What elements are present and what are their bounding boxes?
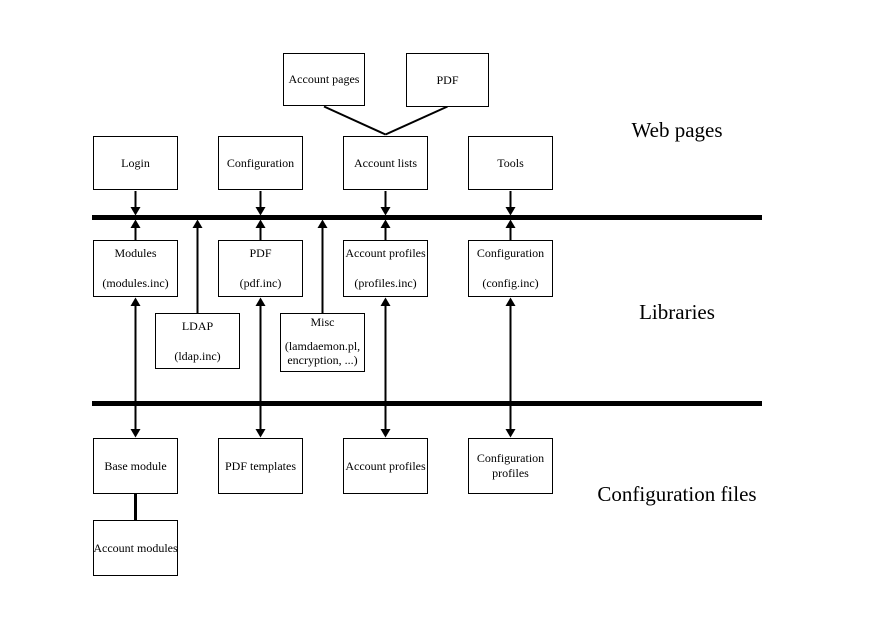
box-configuration-page: Configuration — [218, 136, 303, 190]
box-label: Tools — [497, 155, 524, 170]
box-account-profiles-library: Account profiles (profiles.inc) — [343, 240, 428, 297]
separator-bar-libraries-config — [92, 401, 762, 406]
box-pdf-page: PDF — [406, 53, 489, 107]
box-label: Account modules — [93, 540, 178, 555]
box-label: Login — [121, 155, 150, 170]
box-label: Configuration — [476, 246, 545, 260]
connector-misc-bar — [317, 219, 328, 313]
box-label: Configuration — [476, 451, 545, 465]
connector-modules-basemodule — [130, 297, 141, 438]
connector-pdflib-pdftemplates — [255, 297, 266, 438]
box-label: Configuration — [226, 155, 295, 170]
box-sublabel: (lamdaemon.pl, — [284, 339, 361, 353]
box-label: Modules — [114, 246, 157, 260]
box-label: PDF — [436, 72, 459, 87]
box-tools: Tools — [468, 136, 553, 190]
box-label: PDF — [249, 246, 272, 260]
connector-pdfpage-accountlists — [385, 105, 448, 136]
box-pdf-library: PDF (pdf.inc) — [218, 240, 303, 297]
connector-configlib-configprofiles — [505, 297, 516, 438]
box-account-profiles-file: Account profiles — [343, 438, 428, 494]
box-ldap-library: LDAP (ldap.inc) — [155, 313, 240, 369]
box-sublabel: (config.inc) — [482, 276, 539, 290]
box-label: Account lists — [354, 155, 417, 170]
box-sublabel: profiles — [492, 466, 529, 480]
label-web-pages-layer: Web pages — [631, 118, 723, 142]
box-login: Login — [93, 136, 178, 190]
connector-ldap-bar — [192, 219, 203, 313]
box-sublabel: (ldap.inc) — [174, 348, 221, 363]
box-misc-library: Misc (lamdaemon.pl, encryption, ...) — [280, 313, 365, 372]
box-pdf-templates: PDF templates — [218, 438, 303, 494]
connector-tools-bar — [505, 191, 516, 216]
box-base-module: Base module — [93, 438, 178, 494]
box-sublabel: encryption, ...) — [287, 353, 358, 367]
label-configuration-files-layer: Configuration files — [597, 482, 757, 506]
connector-profileslib-accountprofiles — [380, 297, 391, 438]
box-account-modules: Account modules — [93, 520, 178, 576]
connector-configuration-bar — [255, 191, 266, 216]
box-label: Account pages — [288, 72, 360, 86]
connector-login-bar — [130, 191, 141, 216]
connector-modules-bar — [130, 219, 141, 240]
box-label: Base module — [104, 458, 167, 473]
connector-profileslib-bar — [380, 219, 391, 240]
box-sublabel: (profiles.inc) — [354, 276, 417, 290]
box-label: LDAP — [181, 318, 214, 333]
box-label: Account profiles — [345, 246, 426, 260]
box-label: Misc — [310, 315, 335, 329]
connector-pdflib-bar — [255, 219, 266, 240]
box-account-pages: Account pages — [283, 53, 365, 106]
box-configuration-library: Configuration (config.inc) — [468, 240, 553, 297]
connector-accountpages-accountlists — [323, 105, 386, 136]
box-modules-library: Modules (modules.inc) — [93, 240, 178, 297]
box-sublabel: (pdf.inc) — [239, 276, 282, 290]
box-configuration-profiles: Configuration profiles — [468, 438, 553, 494]
connector-configlib-bar — [505, 219, 516, 240]
box-sublabel: (modules.inc) — [102, 276, 169, 290]
connector-accountlists-bar — [380, 191, 391, 216]
box-label: Account profiles — [345, 458, 426, 473]
box-label: PDF templates — [225, 458, 296, 473]
separator-bar-web-libraries — [92, 215, 762, 220]
box-account-lists: Account lists — [343, 136, 428, 190]
label-libraries-layer: Libraries — [639, 300, 715, 324]
